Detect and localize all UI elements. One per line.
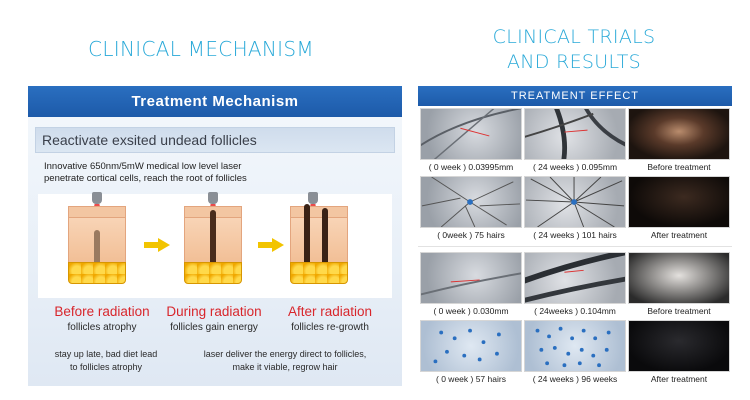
scalp-photo-before <box>628 108 730 160</box>
laser-device-icon <box>92 192 102 204</box>
clinical-trials-heading: CLINICAL TRIALS AND RESULTS <box>418 25 730 75</box>
scalp-photo-after <box>628 176 730 228</box>
treatment-effect-panel: TREATMENT EFFECT ( 0 week ) 0.03995mm ( … <box>418 86 732 389</box>
caption-row2-col1: ( 0week ) 75 hairs <box>437 230 505 240</box>
microscope-photo-thick-hair <box>524 108 626 160</box>
caption-row1-col3: Before treatment <box>647 162 711 172</box>
stage-note-laser: laser deliver the energy direct to folli… <box>180 348 390 374</box>
caption-row4-col1: ( 0 week ) 57 hairs <box>436 374 506 384</box>
stage-label-after: After radiation <box>287 304 373 319</box>
microscope-photo-hair-count-before-2 <box>420 320 522 372</box>
stage-note-before: stay up late, bad diet lead to follicles… <box>46 348 166 374</box>
microscope-photo-hair-count-after <box>524 176 626 228</box>
laser-device-icon <box>308 192 318 204</box>
stage-effect-before: follicles atrophy <box>67 322 137 333</box>
scalp-photo-after-2 <box>628 320 730 372</box>
note-before-line2: to follicles atrophy <box>69 362 143 372</box>
caption-row4-col3: After treatment <box>650 374 708 384</box>
microscope-photo-thick-hair-2 <box>524 252 626 304</box>
microscope-photo-hair-count-before <box>420 176 522 228</box>
clinical-trials-heading-line1: CLINICAL TRIALS <box>492 26 656 48</box>
clinical-trials-heading-line2: AND RESULTS <box>507 51 641 73</box>
caption-row4-col2: ( 24 weeks ) 96 weeks <box>532 374 618 384</box>
stage-label-before: Before radiation <box>54 304 150 319</box>
microscope-photo-thin-hair <box>420 108 522 160</box>
arrow-right-icon <box>144 238 170 252</box>
microscope-photo-hair-count-after-2 <box>524 320 626 372</box>
skin-cube-after-illustration <box>290 202 348 286</box>
description-line-2: penetrate cortical cells, reach the root… <box>44 173 247 184</box>
clinical-mechanism-heading: CLINICAL MECHANISM <box>88 37 314 61</box>
stage-label-during: During radiation <box>166 304 262 319</box>
note-laser-line1: laser deliver the energy direct to folli… <box>203 349 367 359</box>
laser-device-icon <box>208 192 218 204</box>
caption-row3-col3: Before treatment <box>647 306 711 316</box>
arrow-right-icon <box>258 238 284 252</box>
treatment-mechanism-description: Innovative 650nm/5mW medical low level l… <box>44 161 344 185</box>
caption-row2-col3: After treatment <box>650 230 708 240</box>
note-laser-line2: make it viable, regrow hair <box>232 362 338 372</box>
microscope-photo-thin-hair-2 <box>420 252 522 304</box>
note-before-line1: stay up late, bad diet lead <box>54 349 158 359</box>
treatment-effect-title: TREATMENT EFFECT <box>418 86 732 106</box>
caption-row2-col2: ( 24 weeks ) 101 hairs <box>533 230 617 240</box>
caption-row1-col1: ( 0 week ) 0.03995mm <box>428 162 514 172</box>
caption-row3-col1: ( 0 week ) 0.030mm <box>433 306 509 316</box>
stage-effect-during: follicles gain energy <box>170 322 258 333</box>
treatment-mechanism-subtitle: Reactivate exsited undead follicles <box>35 127 395 153</box>
treatment-mechanism-title: Treatment Mechanism <box>28 86 402 117</box>
stage-effect-after: follicles re-growth <box>291 322 369 333</box>
caption-row1-col2: ( 24 weeks ) 0.095mm <box>532 162 618 172</box>
treatment-mechanism-panel: Treatment Mechanism Reactivate exsited u… <box>28 86 402 386</box>
results-divider <box>418 246 732 247</box>
scalp-photo-before-2 <box>628 252 730 304</box>
caption-row3-col2: ( 24weeks ) 0.104mm <box>534 306 616 316</box>
skin-cube-before-illustration <box>68 202 126 286</box>
skin-cube-during-illustration <box>184 202 242 286</box>
description-line-1: Innovative 650nm/5mW medical low level l… <box>44 161 242 172</box>
